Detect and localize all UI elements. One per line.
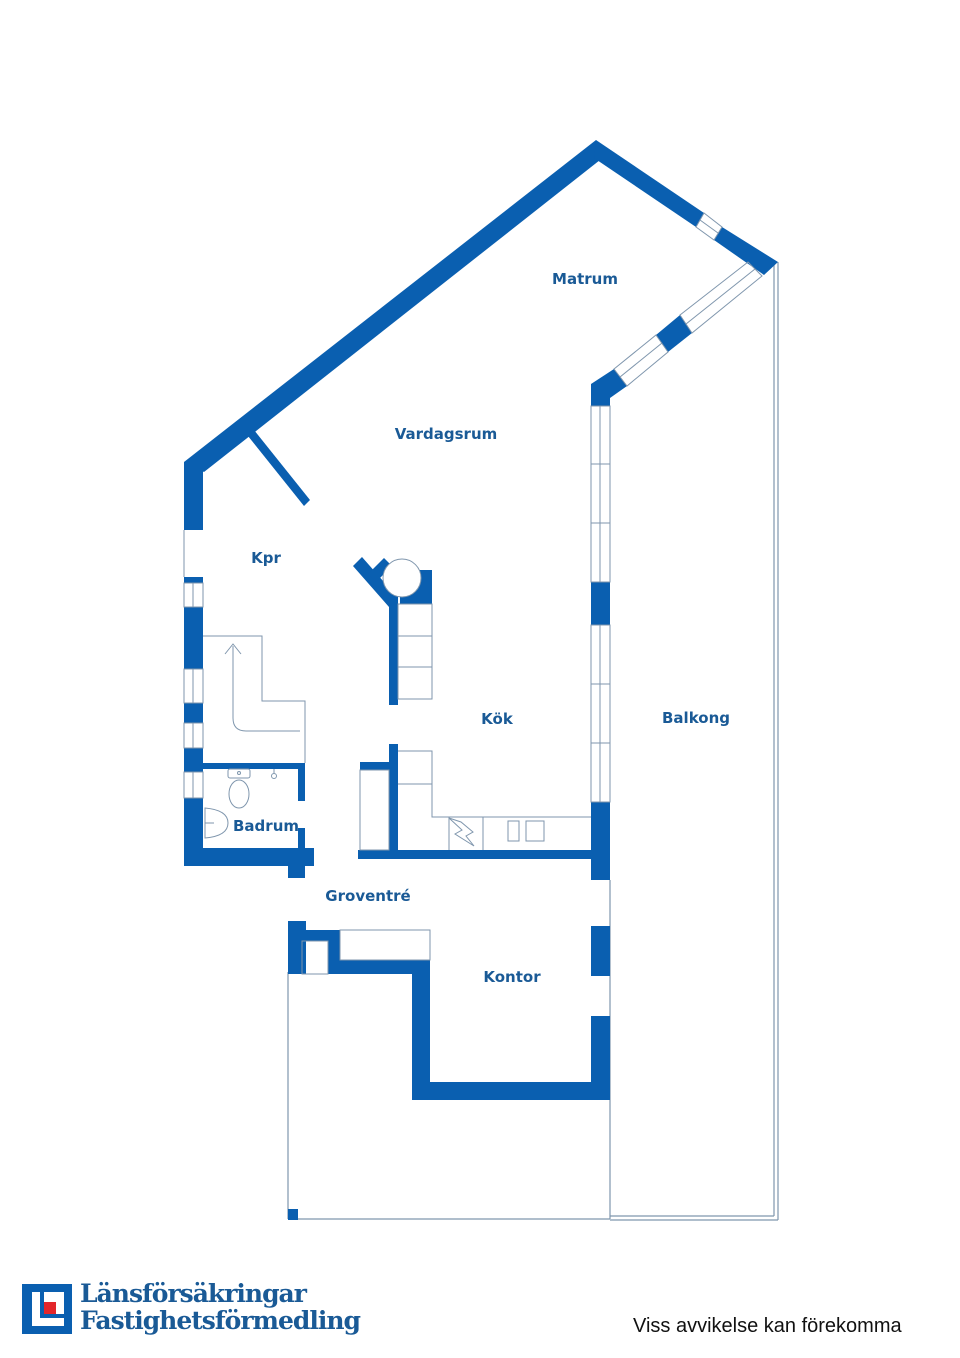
thin-lines [183,212,763,1016]
shower-icon [271,773,277,779]
logo-line-2: Fastighetsförmedling [80,1306,361,1335]
balcony-outline [287,262,779,1221]
company-logo: Länsförsäkringar Fastighetsförmedling [22,1280,362,1344]
fireplace-icon [382,558,422,598]
room-label-kpr: Kpr [251,549,281,567]
room-label-badrum: Badrum [233,817,299,835]
sink-icon [204,807,229,839]
bathroom-fixtures [204,768,277,839]
logo-text: Länsförsäkringar Fastighetsförmedling [80,1279,361,1335]
logo-mark-icon [22,1284,72,1334]
room-label-kontor: Kontor [483,968,541,986]
toilet-bowl-icon [228,779,250,809]
room-label-balkong: Balkong [662,709,730,727]
logo-line-1: Länsförsäkringar [80,1279,307,1308]
disclaimer-text: Viss avvikelse kan förekomma [633,1315,902,1337]
walls [184,140,778,1220]
room-label-kok: Kök [481,710,513,728]
room-label-matrum: Matrum [552,270,618,288]
room-label-vardagsrum: Vardagsrum [394,425,498,443]
room-label-groventre: Groventré [325,887,411,905]
